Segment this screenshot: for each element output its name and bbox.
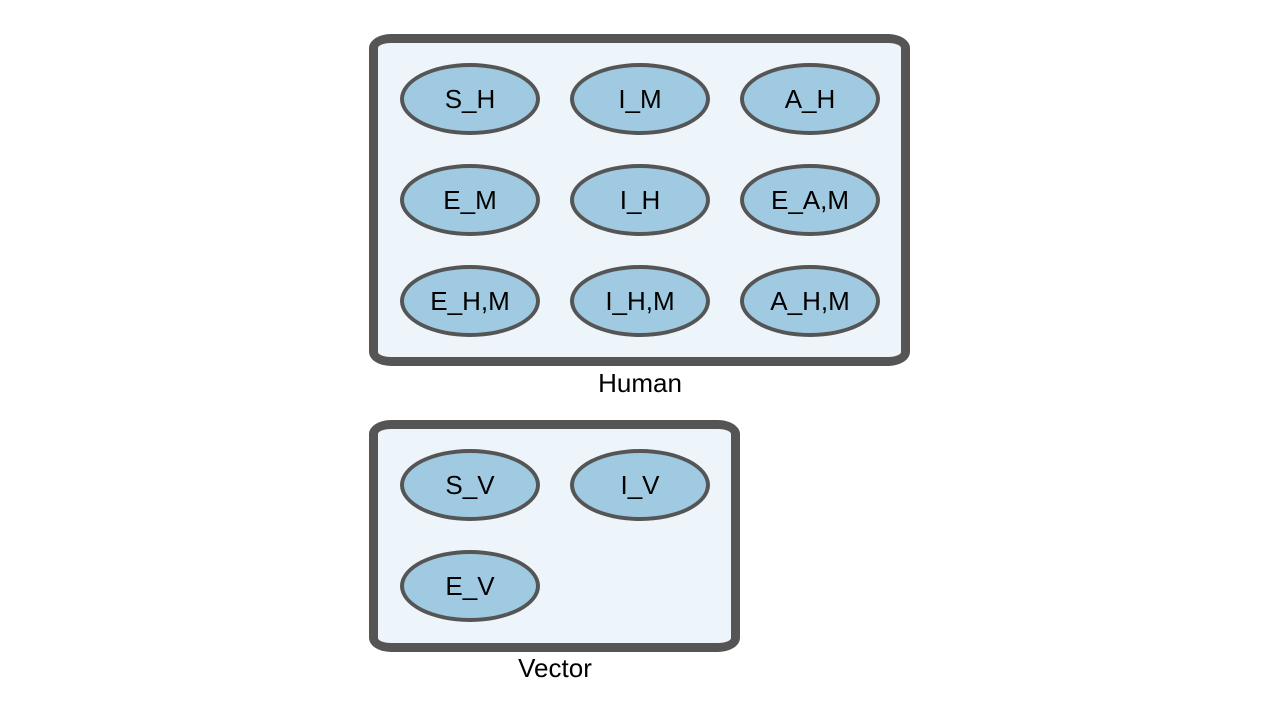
human-group-label: Human — [598, 368, 682, 398]
vector-group-box — [369, 420, 740, 652]
node-e-h-m: E_H,M — [400, 265, 540, 337]
node-s-h: S_H — [400, 63, 540, 135]
node-i-h-m: I_H,M — [570, 265, 710, 337]
vector-group-label: Vector — [518, 653, 592, 683]
node-s-v: S_V — [400, 449, 540, 521]
node-i-m: I_M — [570, 63, 710, 135]
node-e-v: E_V — [400, 550, 540, 622]
node-e-m: E_M — [400, 164, 540, 236]
node-i-h: I_H — [570, 164, 710, 236]
node-e-a-m: E_A,M — [740, 164, 880, 236]
node-a-h: A_H — [740, 63, 880, 135]
node-i-v: I_V — [570, 449, 710, 521]
node-a-h-m: A_H,M — [740, 265, 880, 337]
